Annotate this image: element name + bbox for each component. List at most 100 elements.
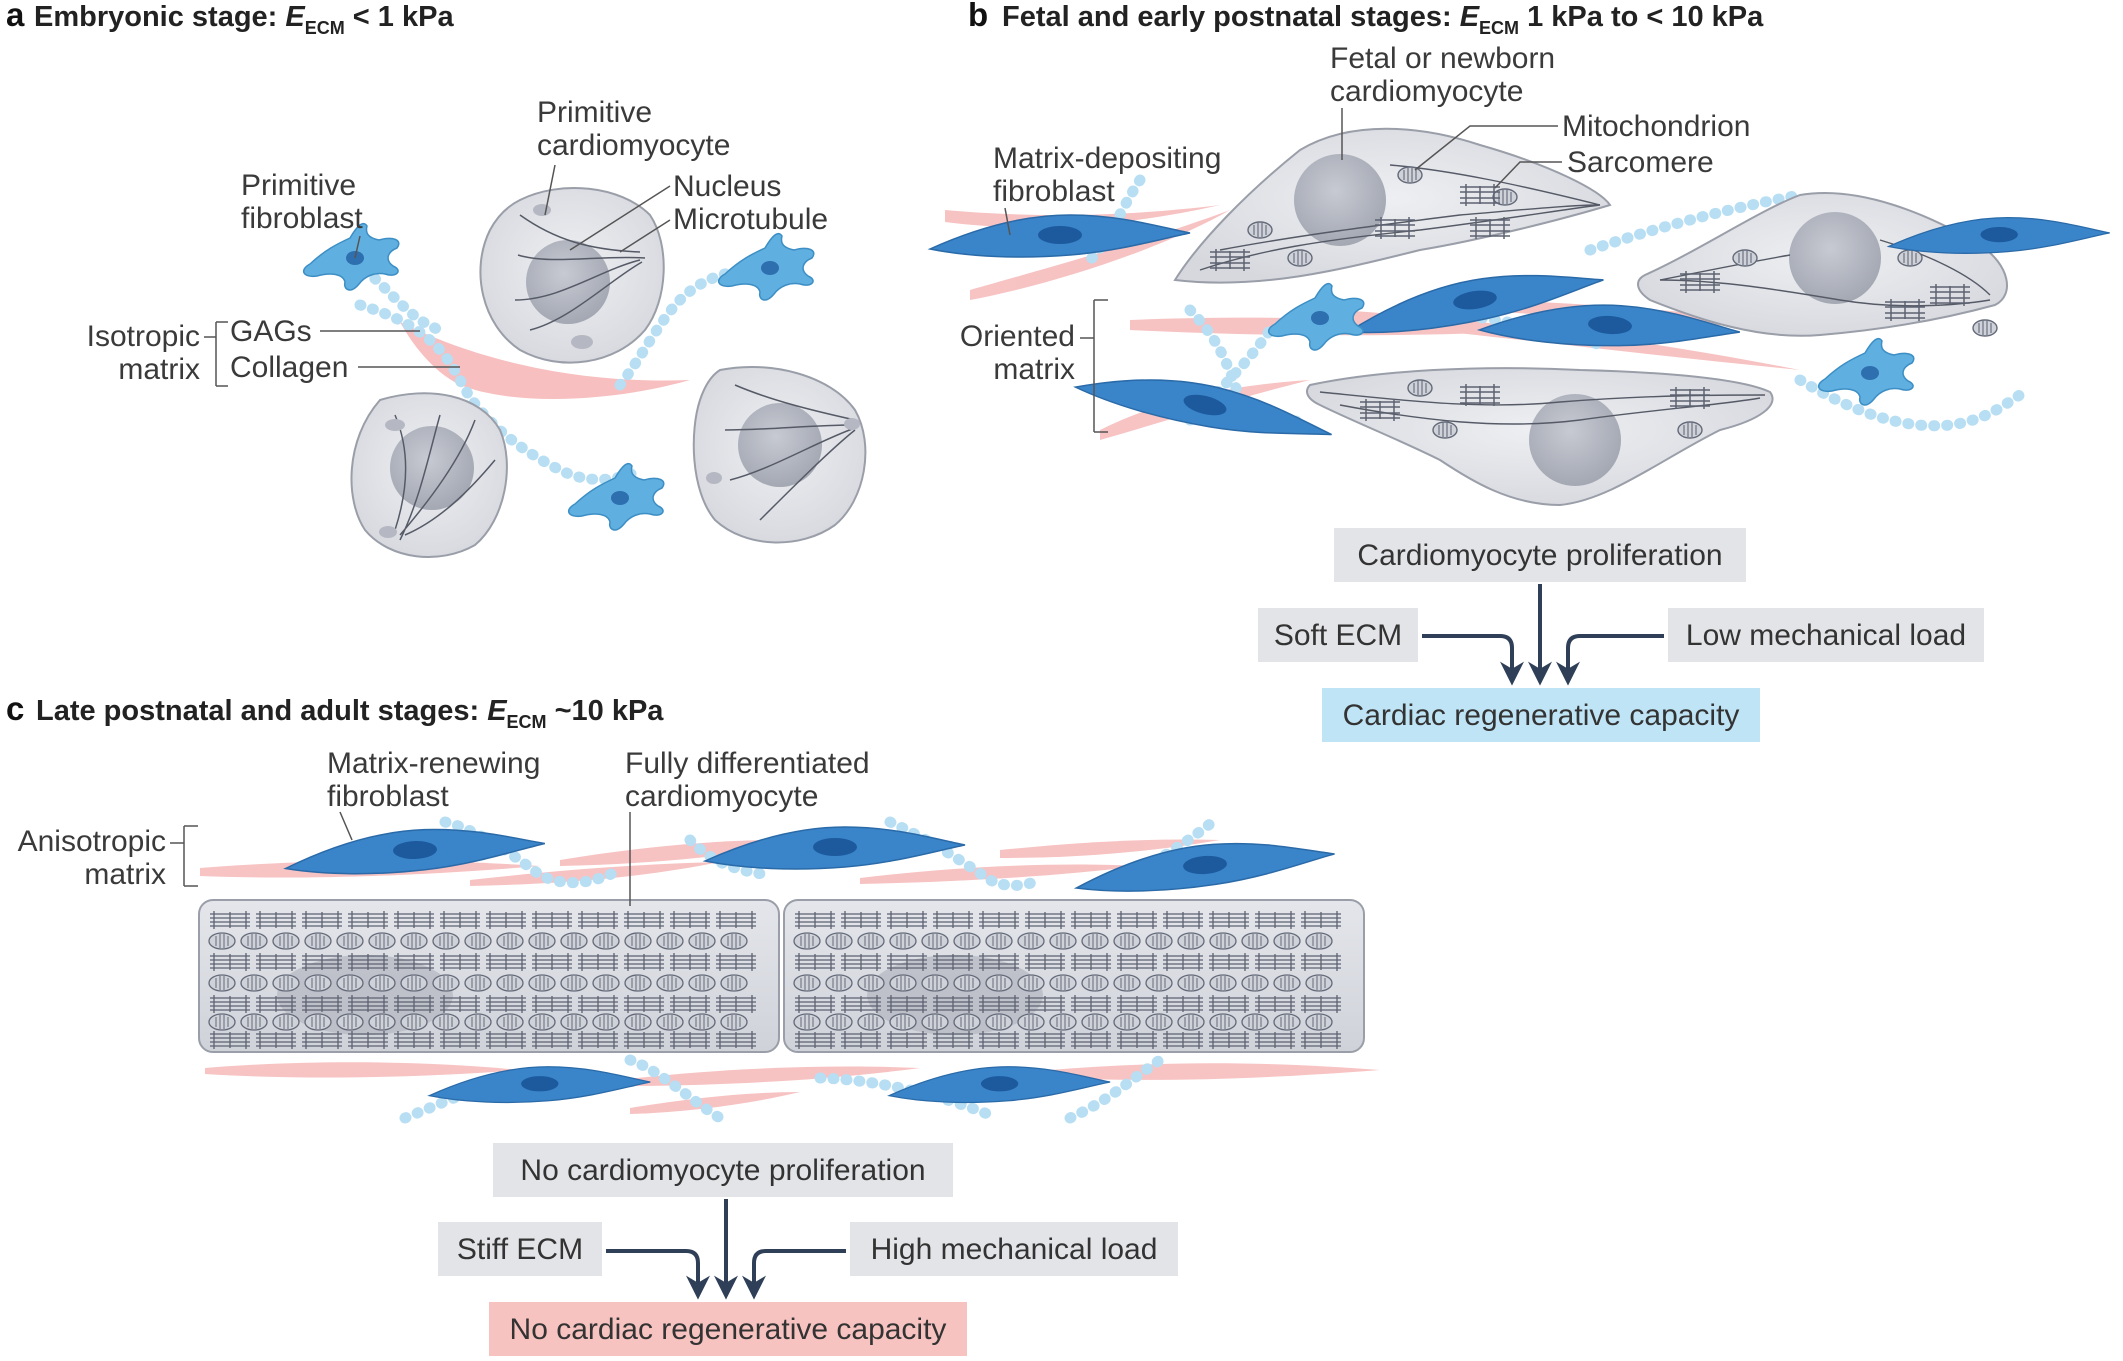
mitochondrion-cristae: [1280, 976, 1294, 990]
sarcomere: [979, 953, 1019, 971]
label-microtubule: Microtubule: [673, 203, 828, 236]
mitochondrion: [825, 974, 853, 992]
mitochondrion-cristae: [1216, 976, 1230, 990]
mitochondrion: [656, 974, 684, 992]
label-primitive-cardiomyocyte-2: cardiomyocyte: [537, 129, 730, 162]
panel-b-title: Fetal and early postnatal stages: EECM 1…: [1002, 1, 1764, 38]
mitochondrion-cristae: [439, 934, 453, 948]
mitochondrion: [825, 1013, 853, 1031]
mitochondrion-cristae: [599, 934, 613, 948]
sarcomere: [578, 1031, 618, 1049]
sarcomere: [394, 953, 434, 971]
sarcomere: [1301, 911, 1341, 929]
sarcomere: [624, 1031, 664, 1049]
label-sarcomere: Sarcomere: [1567, 146, 1714, 179]
mitochondrion: [464, 1013, 492, 1031]
sarcomere: [887, 911, 927, 929]
sarcomere: [1071, 953, 1111, 971]
mitochondrion: [1081, 1013, 1109, 1031]
mitochondrion: [921, 974, 949, 992]
mitochondrion-cristae: [832, 1015, 846, 1029]
panel-a-letter: a: [6, 0, 25, 33]
sarcomere: [1071, 1031, 1111, 1049]
mitochondrion: [1177, 974, 1205, 992]
mitochondrion: [1241, 932, 1269, 950]
sarcomere: [440, 953, 480, 971]
mitochondrion-cristae: [471, 934, 485, 948]
leader-line: [569, 185, 671, 251]
mitochondrion-cristae: [215, 1015, 229, 1029]
mitochondrion: [272, 1013, 300, 1031]
sarcomere: [1163, 953, 1203, 971]
sarcomere: [887, 953, 927, 971]
mitochondrion-cristae: [960, 1015, 974, 1029]
label-primitive-cardiomyocyte-1: Primitive: [537, 96, 652, 129]
mitochondrion-cristae: [375, 976, 389, 990]
primitive-cardiomyocyte: [350, 392, 508, 558]
mitochondrion-cristae: [663, 934, 677, 948]
sarcomere: [578, 953, 618, 971]
nucleus: [526, 240, 610, 324]
mitochondrion: [1113, 974, 1141, 992]
sarcomere: [1209, 911, 1249, 929]
mitochondrion: [1273, 1013, 1301, 1031]
matrix-renewing-fibroblast: [704, 826, 966, 870]
leader-line: [354, 235, 361, 259]
mitochondrion-cristae: [1248, 1015, 1262, 1029]
mitochondrion: [688, 1013, 716, 1031]
mitochondrion-cristae: [1248, 976, 1262, 990]
mitochondrion: [1273, 974, 1301, 992]
mitochondrion: [560, 1013, 588, 1031]
mitochondrion: [368, 1013, 396, 1031]
mitochondrion: [688, 974, 716, 992]
label-oriented-matrix-1: Oriented: [960, 320, 1075, 353]
matrix-depositing-fibroblast: [1072, 353, 1337, 459]
mitochondrion: [336, 974, 364, 992]
sarcomere: [348, 953, 388, 971]
mitochondrion-cristae: [439, 976, 453, 990]
mitochondrion: [688, 932, 716, 950]
mitochondrion-cristae: [247, 976, 261, 990]
mitochondrion-cristae: [599, 976, 613, 990]
mitochondrion: [720, 932, 748, 950]
primitive-cardiomyocyte: [692, 366, 867, 544]
mitochondrion-cristae: [567, 934, 581, 948]
sarcomere: [841, 911, 881, 929]
mitochondrion: [1017, 974, 1045, 992]
sarcomere: [1255, 995, 1295, 1013]
leader-line: [1004, 207, 1011, 236]
sarcomere: [440, 911, 480, 929]
mitochondrion: [592, 932, 620, 950]
mitochondrion-cristae: [960, 934, 974, 948]
sarcomere: [1117, 995, 1157, 1013]
mitochondrion: [1049, 1013, 1077, 1031]
sarcomere: [716, 953, 756, 971]
matrix-renewing-fibroblast: [283, 824, 547, 878]
sarcomere: [795, 995, 835, 1013]
label-mitochondrion: Mitochondrion: [1562, 110, 1750, 143]
mitochondrion: [496, 1013, 524, 1031]
mitochondrion-cristae: [695, 934, 709, 948]
mitochondrion: [985, 1013, 1013, 1031]
flow-box-no-regenerative: [489, 1302, 967, 1356]
label-matrix-depositing-fibroblast-2: fibroblast: [993, 175, 1115, 208]
sarcomere: [532, 995, 572, 1013]
mitochondrion: [304, 1013, 332, 1031]
mitochondrion-cristae: [1120, 1015, 1134, 1029]
mitochondrion-cristae: [279, 1015, 293, 1029]
leader-line: [1414, 125, 1558, 171]
mitochondrion-cristae: [1312, 1015, 1326, 1029]
sarcomere: [1255, 911, 1295, 929]
mitochondrion-cristae: [567, 1015, 581, 1029]
mitochondrion-cristae: [727, 976, 741, 990]
mitochondrion: [496, 974, 524, 992]
fetal-cardiomyocyte: [1637, 192, 2008, 337]
sarcomere: [795, 1031, 835, 1049]
mitochondrion-cristae: [663, 1015, 677, 1029]
mitochondrion: [1049, 974, 1077, 992]
mitochondrion: [793, 974, 821, 992]
mitochondrion-cristae: [215, 976, 229, 990]
mitochondrion-cristae: [1088, 976, 1102, 990]
mitochondrion-cristae: [896, 934, 910, 948]
